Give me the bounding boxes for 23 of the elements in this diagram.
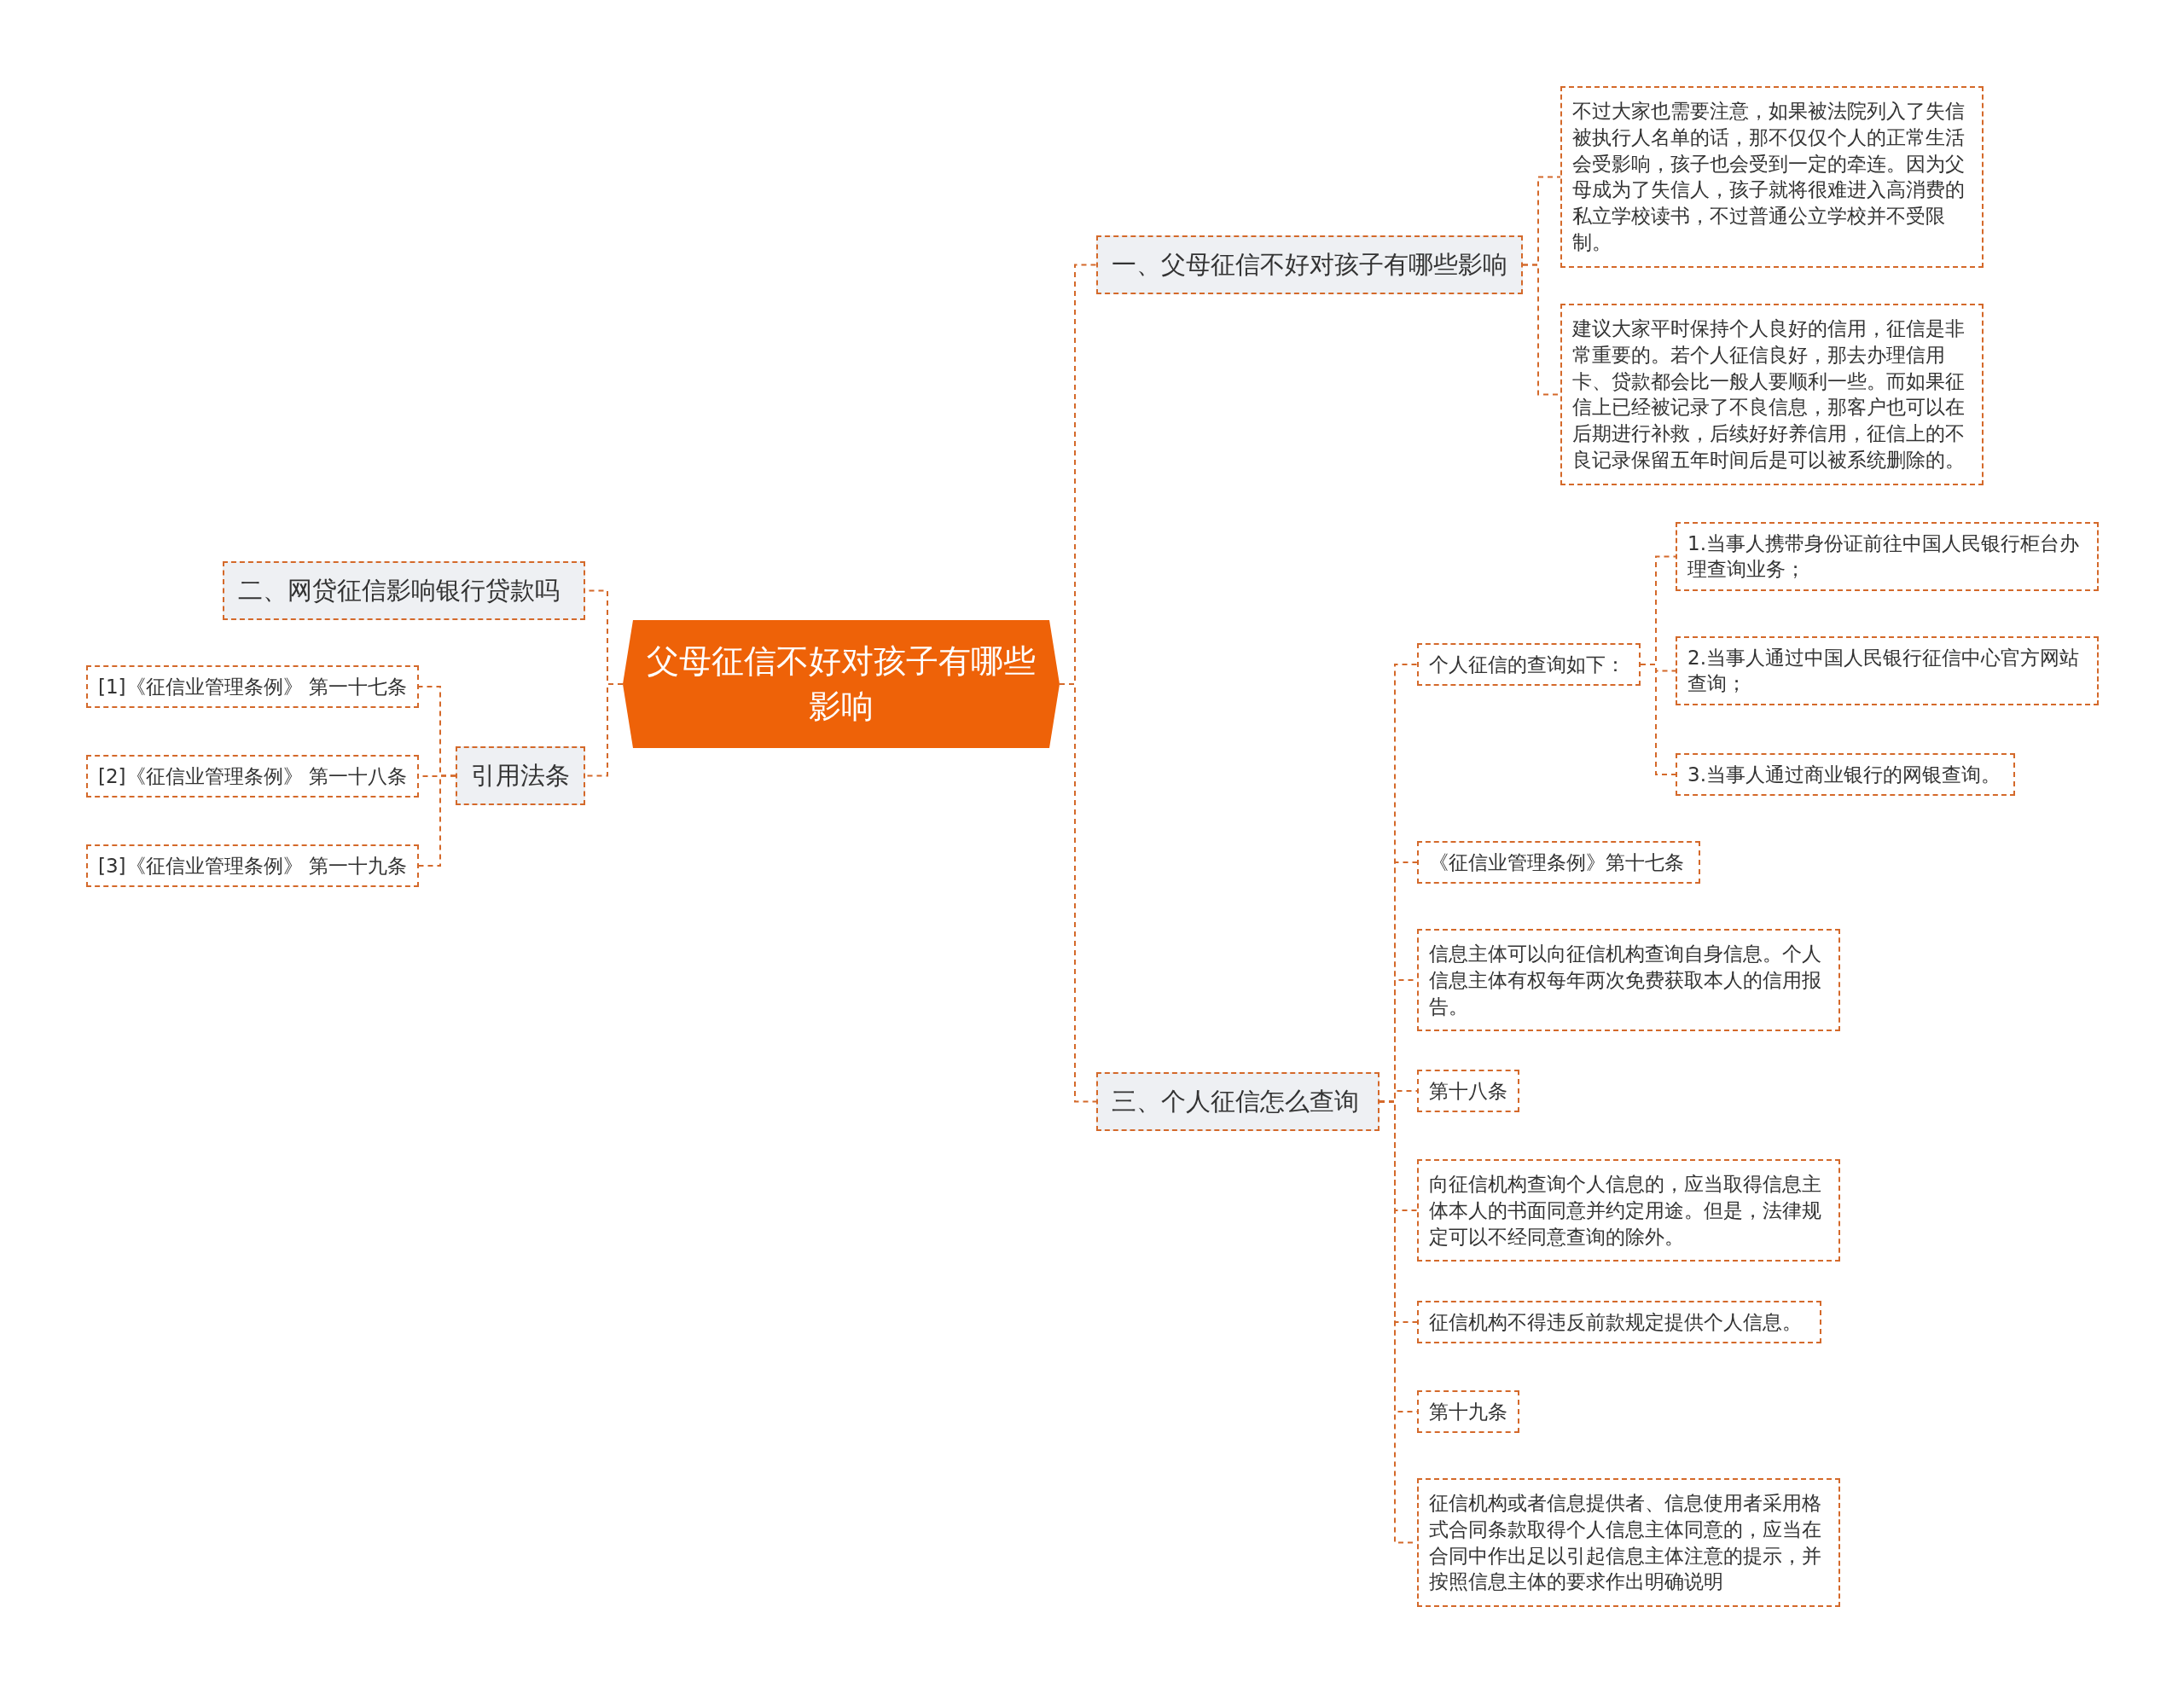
topic-box: 二、网贷征信影响银行贷款吗 xyxy=(223,561,585,620)
note-box: 个人征信的查询如下： xyxy=(1417,643,1641,687)
note-box: 向征信机构查询个人信息的，应当取得信息主体本人的书面同意并约定用途。但是，法律规定可以不经同意查询的除外。 xyxy=(1417,1159,1840,1262)
note-box: 第十八条 xyxy=(1417,1070,1519,1113)
note-box: 建议大家平时保持个人良好的信用，征信是非常重要的。若个人征信良好，那去办理信用卡、贷款都会比一般人要顺利一些。而如果征信上已经被记录了不良信息，那客户也可以在后期进行补救，后续好好养信用，征信上的不良记录保留五年时间后是可以被系统删除的。 xyxy=(1560,304,1984,485)
topic-box: 引用法条 xyxy=(456,746,585,805)
note-box: 《征信业管理条例》第十七条 xyxy=(1417,841,1700,885)
note-box: 征信机构或者信息提供者、信息使用者采用格式合同条款取得个人信息主体同意的，应当在合同中作出足以引起信息主体注意的提示，并按照信息主体的要求作出明确说明 xyxy=(1417,1478,1840,1608)
note-box: 1.当事人携带身份证前往中国人民银行柜台办理查询业务； xyxy=(1676,522,2099,591)
topic-box: 一、父母征信不好对孩子有哪些影响 xyxy=(1096,235,1523,294)
note-box: 2.当事人通过中国人民银行征信中心官方网站查询； xyxy=(1676,636,2099,705)
central-topic: 父母征信不好对孩子有哪些影响 xyxy=(623,620,1060,748)
note-box: 信息主体可以向征信机构查询自身信息。个人信息主体有权每年两次免费获取本人的信用报告。 xyxy=(1417,929,1840,1032)
connector xyxy=(418,774,456,867)
note-box: [1]《征信业管理条例》 第一十七条 xyxy=(86,665,419,709)
note-box: 不过大家也需要注意，如果被法院列入了失信被执行人名单的话，那不仅仅个人的正常生活会受影响，孩子也会受到一定的牵连。因为父母成为了失信人，孩子就将很难进入高消费的私立学校读书，不过普通公立学校并不受限制。 xyxy=(1560,86,1984,268)
note-box: 3.当事人通过商业银行的网银查询。 xyxy=(1676,753,2015,797)
note-box: 征信机构不得违反前款规定提供个人信息。 xyxy=(1417,1301,1821,1344)
note-box: [3]《征信业管理条例》 第一十九条 xyxy=(86,844,419,888)
note-box: [2]《征信业管理条例》 第一十八条 xyxy=(86,755,419,798)
note-box: 第十九条 xyxy=(1417,1390,1519,1434)
topic-box: 三、个人征信怎么查询 xyxy=(1096,1072,1380,1131)
connector xyxy=(1640,664,1676,775)
